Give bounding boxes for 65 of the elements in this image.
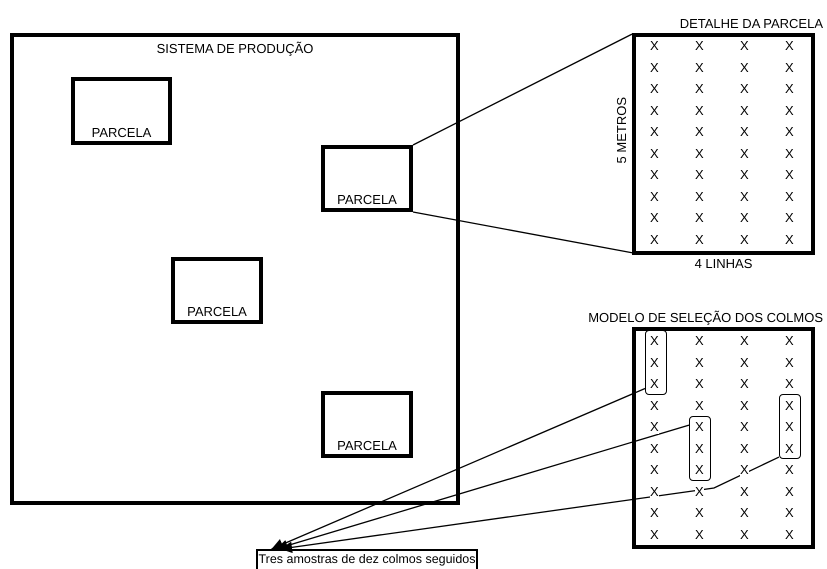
plant-mark: X [740, 462, 749, 477]
dimension-label: 5 METROS [614, 97, 629, 164]
plant-mark: X [650, 354, 659, 370]
plant-mark: X [785, 462, 794, 477]
selection-outline [645, 330, 667, 395]
plant-mark: X [650, 124, 659, 139]
plant-mark: X [695, 81, 704, 96]
plant-mark: X [650, 333, 659, 348]
plant-mark: X [740, 124, 749, 139]
plant-mark: X [650, 38, 659, 53]
plant-mark: X [785, 505, 794, 520]
plant-mark: X [650, 81, 659, 96]
plant-mark: X [695, 440, 704, 456]
plot-box [321, 391, 413, 458]
connector-line [412, 34, 632, 146]
plant-mark: X [650, 376, 659, 391]
plant-mark: X [695, 333, 704, 348]
plant-mark: X [695, 167, 704, 182]
plant-mark: X [740, 505, 749, 520]
plant-mark: X [740, 167, 749, 182]
box-title: SISTEMA DE PRODUÇÃO [156, 41, 314, 56]
box-label: PARCELA [336, 192, 398, 207]
plant-mark: X [740, 376, 749, 391]
plant-mark: X [785, 398, 794, 412]
box-label: PARCELA [336, 438, 398, 453]
selection-outline [779, 394, 801, 459]
dimension-label: 4 LINHAS [694, 256, 754, 271]
plot-box [171, 257, 263, 324]
plant-mark: X [785, 440, 794, 456]
plant-mark: X [695, 210, 704, 225]
plant-mark: X [650, 419, 659, 434]
plant-mark: X [785, 210, 794, 225]
selection-outline [689, 416, 711, 481]
plant-mark: X [650, 210, 659, 225]
plant-mark: X [785, 376, 794, 391]
plot-box [71, 77, 172, 145]
plant-mark: X [740, 38, 749, 53]
arrow [271, 388, 646, 550]
plant-mark: X [695, 462, 704, 477]
plant-mark: X [740, 419, 749, 434]
plant-mark: X [650, 462, 659, 477]
plant-mark: X [740, 81, 749, 96]
plant-mark: X [785, 419, 794, 434]
plant-mark: X [695, 419, 704, 434]
box-label: PARCELA [90, 125, 152, 140]
plant-mark: X [785, 81, 794, 96]
plot-box [321, 145, 413, 212]
plant-mark: X [785, 167, 794, 182]
plant-mark: X [785, 124, 794, 139]
note-text: Tres amostras de dez colmos seguidos [258, 552, 476, 567]
connector-line [412, 211, 632, 254]
box-label: PARCELA [186, 304, 248, 319]
plant-mark: X [785, 38, 794, 53]
plant-mark: X [695, 124, 704, 139]
plant-mark: X [650, 505, 659, 520]
plant-mark: X [695, 376, 704, 391]
grid-title: MODELO DE SELEÇÃO DOS COLMOS [588, 310, 823, 325]
grid-title: DETALHE DA PARCELA [680, 16, 823, 31]
system-box [10, 33, 460, 505]
plant-mark: X [695, 505, 704, 520]
plant-mark: X [650, 167, 659, 182]
plant-mark: X [695, 38, 704, 53]
plant-mark: X [740, 210, 749, 225]
plant-mark: X [785, 333, 794, 348]
plant-mark: X [740, 333, 749, 348]
